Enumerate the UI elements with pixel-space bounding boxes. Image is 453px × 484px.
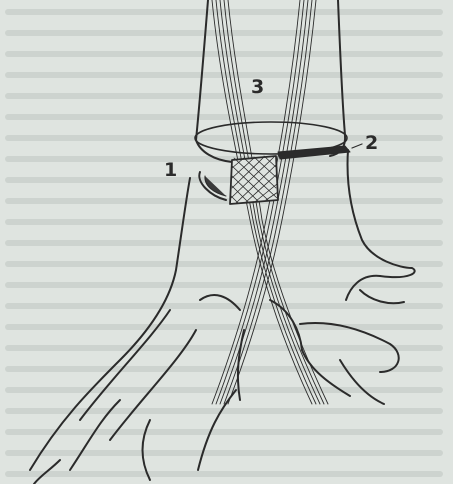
label-one: 1 xyxy=(164,161,177,180)
knot-wrap xyxy=(230,156,278,204)
label-three: 3 xyxy=(251,78,264,97)
label-2-leader xyxy=(352,144,362,148)
stump-trunk xyxy=(30,150,415,484)
cylinder-sleeve xyxy=(195,0,347,162)
label-two: 2 xyxy=(365,134,378,153)
